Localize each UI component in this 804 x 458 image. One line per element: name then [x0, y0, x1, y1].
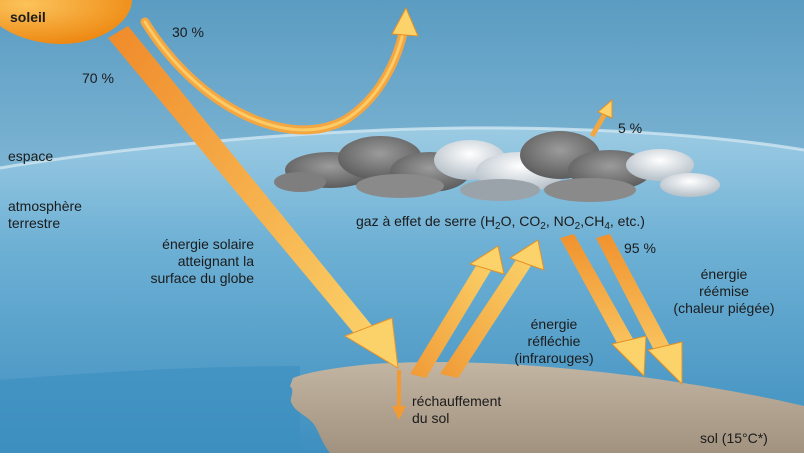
reemitted-line-2: réémise: [699, 283, 749, 299]
escape-5-arrowhead: [597, 98, 613, 119]
ground-line-1: réchauffement: [412, 393, 502, 409]
atmosphere-line-1: atmosphère: [8, 198, 82, 214]
incoming-percent-label: 70 %: [82, 70, 114, 86]
reflected-line-3: (infrarouges): [514, 350, 594, 366]
reflected-percent-label: 30 %: [172, 24, 204, 40]
sun: [0, 0, 132, 44]
reemitted-line-1: énergie: [700, 266, 748, 282]
atmosphere-line-2: terrestre: [8, 215, 61, 231]
sun-label: soleil: [10, 9, 46, 25]
greenhouse-clouds: [274, 131, 720, 202]
trapped-percent-label: 95 %: [624, 240, 656, 256]
atmosphere-label: atmosphère terrestre: [8, 198, 82, 232]
ir-up-arrow-1: [410, 256, 496, 378]
atmosphere-edge: [0, 126, 804, 170]
incoming-70-arrow: [108, 26, 382, 349]
reemitted-arrow-1: [560, 234, 637, 352]
ground: [290, 361, 804, 453]
solar-energy-label: énergie solaire atteignant la surface du…: [150, 236, 254, 287]
reemitted-arrowhead-1: [611, 335, 647, 378]
solar-line-1: énergie solaire: [162, 236, 254, 252]
ground-line-2: du sol: [412, 410, 450, 426]
escape-percent-label: 5 %: [618, 120, 643, 136]
greenhouse-gases-label: gaz à effet de serre (H2O, CO2, NO2,CH4,…: [356, 213, 645, 232]
ground-heating-arrowhead: [392, 406, 406, 420]
ocean: [0, 366, 300, 453]
reemitted-line-3: (chaleur piégée): [673, 300, 775, 316]
ground-heating-label: réchauffement du sol: [412, 393, 501, 427]
ir-up-arrowhead-1: [468, 245, 505, 275]
escape-5-arrow: [589, 110, 609, 138]
reemitted-arrow-2: [596, 234, 672, 356]
soil-label: sol (15°C*): [700, 430, 768, 446]
ir-up-arrow-2: [440, 251, 536, 378]
space-label: espace: [8, 148, 54, 164]
reflected-line-2: réfléchie: [527, 333, 581, 349]
reflected-energy-label: énergie réfléchie (infrarouges): [492, 316, 616, 367]
reemitted-arrowhead-2: [647, 341, 683, 386]
solar-line-3: surface du globe: [150, 270, 254, 286]
ir-up-arrowhead-2: [508, 239, 545, 271]
reflected-30-arrowhead: [391, 6, 419, 37]
reemitted-energy-label: énergie réémise (chaleur piégée): [652, 266, 796, 317]
incoming-70-arrowhead: [343, 317, 399, 369]
solar-line-2: atteignant la: [177, 253, 254, 269]
reflected-line-1: énergie: [530, 316, 578, 332]
